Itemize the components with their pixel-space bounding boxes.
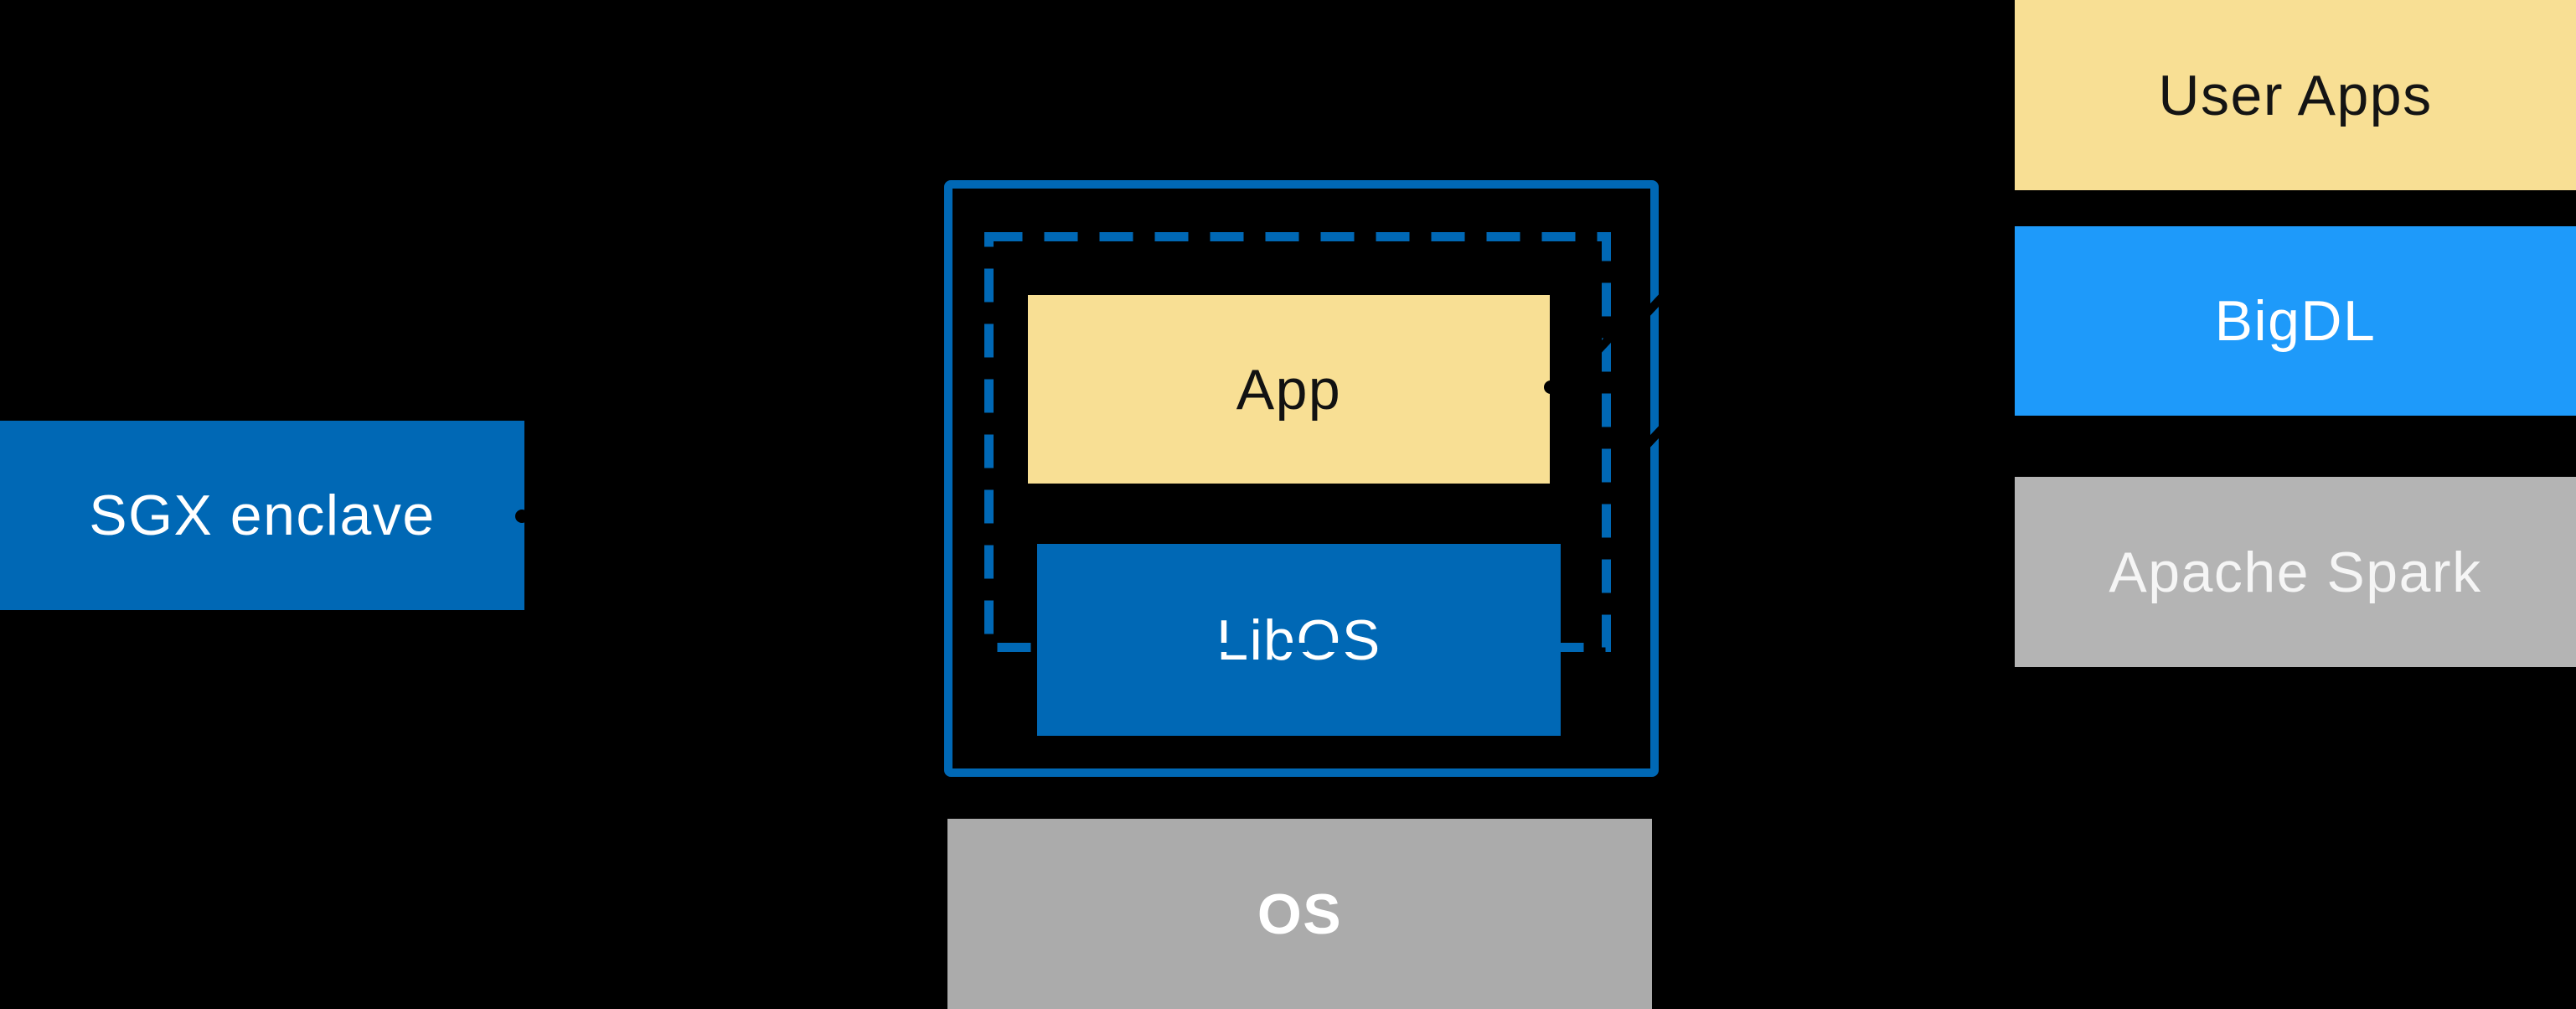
app-label: App [1236, 357, 1342, 422]
app-box: App [1028, 295, 1550, 484]
enclave-boundary-box [944, 180, 1659, 777]
apache-spark-box: Apache Spark [2015, 477, 2576, 667]
os-label: OS [1257, 882, 1343, 946]
os-box: OS [947, 819, 1652, 1009]
sgx-enclave-label: SGX enclave [89, 484, 436, 547]
bigdl-label: BigDL [2214, 289, 2377, 353]
user-apps-label: User Apps [2158, 63, 2433, 127]
libos-label: LibOS [1216, 608, 1381, 672]
apache-spark-label: Apache Spark [2109, 540, 2482, 604]
user-apps-box: User Apps [2015, 0, 2576, 190]
bigdl-box: BigDL [2015, 226, 2576, 416]
libos-box: LibOS [1037, 544, 1561, 736]
sgx-enclave-box: SGX enclave [0, 421, 524, 610]
